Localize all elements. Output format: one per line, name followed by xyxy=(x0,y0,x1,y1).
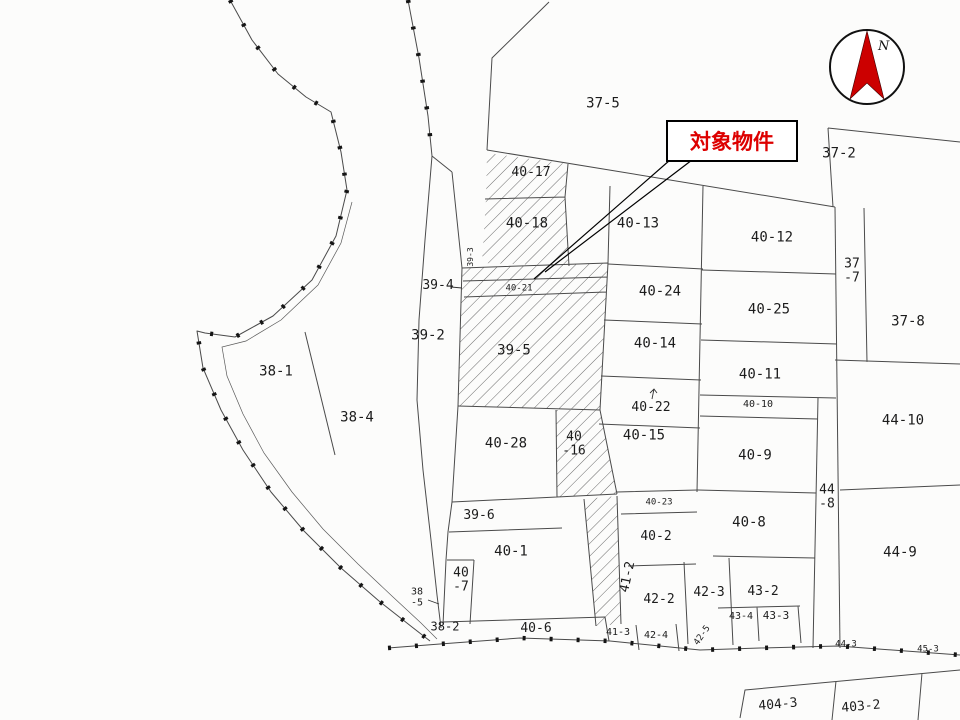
north-compass: N xyxy=(829,29,905,105)
target-property-callout: 対象物件 xyxy=(666,120,798,162)
north-arrow-icon xyxy=(849,30,885,100)
survey-tick-marks xyxy=(194,0,960,658)
hatched-target-parcels xyxy=(458,153,621,626)
label-leader-arrows xyxy=(427,286,658,605)
annotation-leader-lines xyxy=(533,159,693,280)
compass-n-letter: N xyxy=(877,39,890,54)
target-property-label: 対象物件 xyxy=(690,131,774,154)
